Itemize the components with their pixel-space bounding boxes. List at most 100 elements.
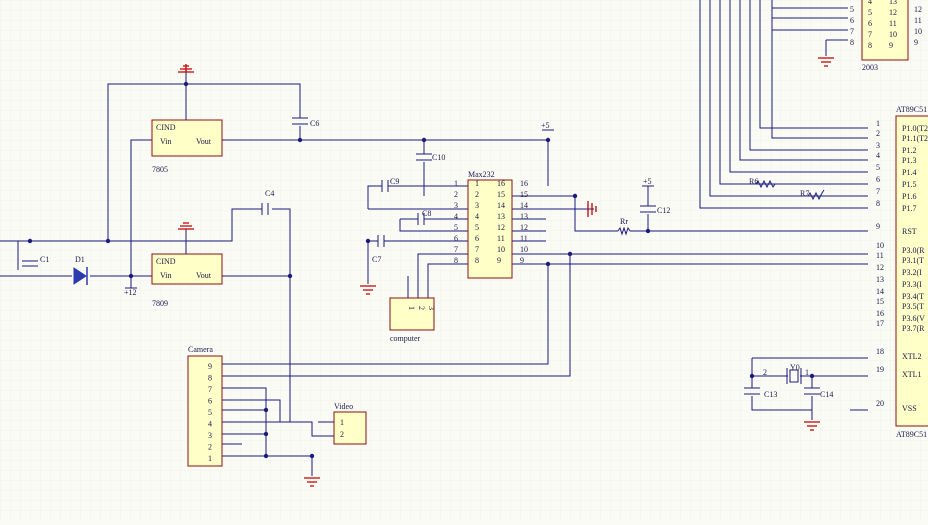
mcu-name-top: AT89C51 bbox=[896, 105, 927, 114]
mcu-pin-number: 18 bbox=[876, 347, 884, 356]
capacitor-c7: C7 bbox=[372, 235, 385, 264]
mcu-pin-label: P3.0(R bbox=[902, 246, 925, 255]
mcu-pin-number: 3 bbox=[876, 141, 880, 150]
camera-pin: 3 bbox=[208, 431, 212, 440]
diode-d1: D1 bbox=[73, 255, 88, 285]
reg-7809-vin: Vin bbox=[160, 271, 172, 280]
camera-name: Camera bbox=[188, 345, 213, 354]
mcu-pin-label: P1.3 bbox=[902, 156, 916, 165]
camera-pin: 5 bbox=[208, 408, 212, 417]
uln2003-inner-right-pin: 9 bbox=[889, 41, 893, 50]
ground-symbol-xtal bbox=[804, 421, 820, 431]
reg-7805-name: 7805 bbox=[152, 165, 168, 174]
c13-label: C13 bbox=[764, 390, 777, 399]
reg-7805-title: CIND bbox=[156, 123, 176, 132]
max232-outer-left-pin: 6 bbox=[454, 234, 458, 243]
camera-pin: 8 bbox=[208, 374, 212, 383]
max232-outer-left-pin: 3 bbox=[454, 201, 458, 210]
max232-outer-right-pin: 12 bbox=[520, 223, 528, 232]
uln2003-outer-left-pin: 6 bbox=[850, 16, 854, 25]
power-label-p5-b: +5 bbox=[643, 177, 652, 186]
capacitor-c10: C10 bbox=[416, 153, 445, 162]
mcu-pin-label: P1.6 bbox=[902, 192, 916, 201]
capacitor-c12: C12 bbox=[640, 205, 670, 215]
ic-at89c51: AT89C51 AT89C51 1P1.0(T22P1.1(T23P1.24P1… bbox=[876, 105, 928, 439]
max232-inner-right-pin: 9 bbox=[497, 256, 501, 265]
reg-7809-name: 7809 bbox=[152, 299, 168, 308]
max232-inner-right-pin: 10 bbox=[497, 245, 505, 254]
video-name: Video bbox=[334, 402, 353, 411]
max232-outer-right-pin: 13 bbox=[520, 212, 528, 221]
max232-inner-right-pin: 15 bbox=[497, 190, 505, 199]
max232-outer-right-pin: 9 bbox=[520, 256, 524, 265]
reg-7809-title: CIND bbox=[156, 257, 176, 266]
capacitor-c6: C6 bbox=[292, 117, 319, 128]
camera-pin: 2 bbox=[208, 443, 212, 452]
mcu-pin-number: 4 bbox=[876, 151, 880, 160]
mcu-pin-label: P1.4 bbox=[902, 168, 916, 177]
c1-label: C1 bbox=[40, 255, 49, 264]
max232-inner-left-pin: 7 bbox=[475, 245, 479, 254]
computer-name: computer bbox=[390, 334, 421, 343]
mcu-pin-number: 11 bbox=[876, 251, 884, 260]
mcu-pin-number: 1 bbox=[876, 119, 880, 128]
capacitor-c9: C9 bbox=[381, 177, 399, 192]
uln2003-outer-right-pin: 11 bbox=[914, 16, 922, 25]
mcu-pin-number: 9 bbox=[876, 222, 880, 231]
mcu-pin-number: 14 bbox=[876, 287, 884, 296]
mcu-pin-label: P3.2(I bbox=[902, 268, 922, 277]
uln2003-inner-right-pin: 10 bbox=[889, 30, 897, 39]
mcu-pin-number: 16 bbox=[876, 309, 884, 318]
mcu-pin-label: XTL2 bbox=[902, 352, 922, 361]
capacitor-c13: C13 bbox=[744, 387, 777, 399]
uln2003-outer-right-pin: 9 bbox=[914, 38, 918, 47]
video-pin: 2 bbox=[340, 430, 344, 439]
max232-outer-left-pin: 2 bbox=[454, 190, 458, 199]
resistor-r7: R7 bbox=[800, 189, 825, 201]
rr-label: Rr bbox=[620, 217, 628, 226]
mcu-pin-label: P1.5 bbox=[902, 180, 916, 189]
reg-7809-vout: Vout bbox=[196, 271, 212, 280]
max232-inner-right-pin: 11 bbox=[497, 234, 505, 243]
mcu-name-bottom: AT89C51 bbox=[896, 430, 927, 439]
mcu-pin-label: P3.5(T bbox=[902, 302, 924, 311]
max232-outer-left-pin: 5 bbox=[454, 223, 458, 232]
mcu-pin-number: 12 bbox=[876, 263, 884, 272]
capacitor-c8: C8 bbox=[417, 209, 431, 225]
mcu-pin-label: P3.1(T bbox=[902, 256, 924, 265]
ground-symbol-video bbox=[304, 477, 320, 487]
uln2003-inner-right-pin: 13 bbox=[889, 0, 897, 6]
mcu-pin-number: 8 bbox=[876, 199, 880, 208]
max232-outer-right-pin: 14 bbox=[520, 201, 528, 210]
max232-outer-left-pin: 7 bbox=[454, 245, 458, 254]
max232-outer-right-pin: 11 bbox=[520, 234, 528, 243]
ground-symbol-c7 bbox=[360, 285, 376, 295]
mcu-pin-number: 6 bbox=[876, 175, 880, 184]
mcu-pin-number: 19 bbox=[876, 365, 884, 374]
uln2003-outer-left-pin: 5 bbox=[850, 5, 854, 14]
camera-pin: 7 bbox=[208, 385, 212, 394]
mcu-pin-number: 17 bbox=[876, 319, 884, 328]
mcu-pin-label: XTL1 bbox=[902, 370, 922, 379]
mcu-pin-label: P3.4(T bbox=[902, 292, 924, 301]
c7-label: C7 bbox=[372, 255, 381, 264]
computer-pin: 3 bbox=[427, 306, 436, 310]
max232-inner-left-pin: 8 bbox=[475, 256, 479, 265]
mcu-pin-label: P1.1(T2 bbox=[902, 134, 928, 143]
power-label-p12: +12 bbox=[124, 288, 137, 297]
ground-symbol-2003 bbox=[818, 57, 834, 67]
mcu-pin-number: 13 bbox=[876, 275, 884, 284]
ground-symbol-7805 bbox=[178, 64, 194, 73]
y1-label: Y0 bbox=[790, 363, 800, 372]
r7-label: R7 bbox=[800, 189, 809, 198]
capacitor-c1: C1 bbox=[22, 255, 49, 267]
c12-label: C12 bbox=[657, 206, 670, 215]
mcu-pin-label: RST bbox=[902, 227, 917, 236]
uln2003-inner-right-pin: 11 bbox=[889, 19, 897, 28]
max232-inner-right-pin: 16 bbox=[497, 179, 505, 188]
